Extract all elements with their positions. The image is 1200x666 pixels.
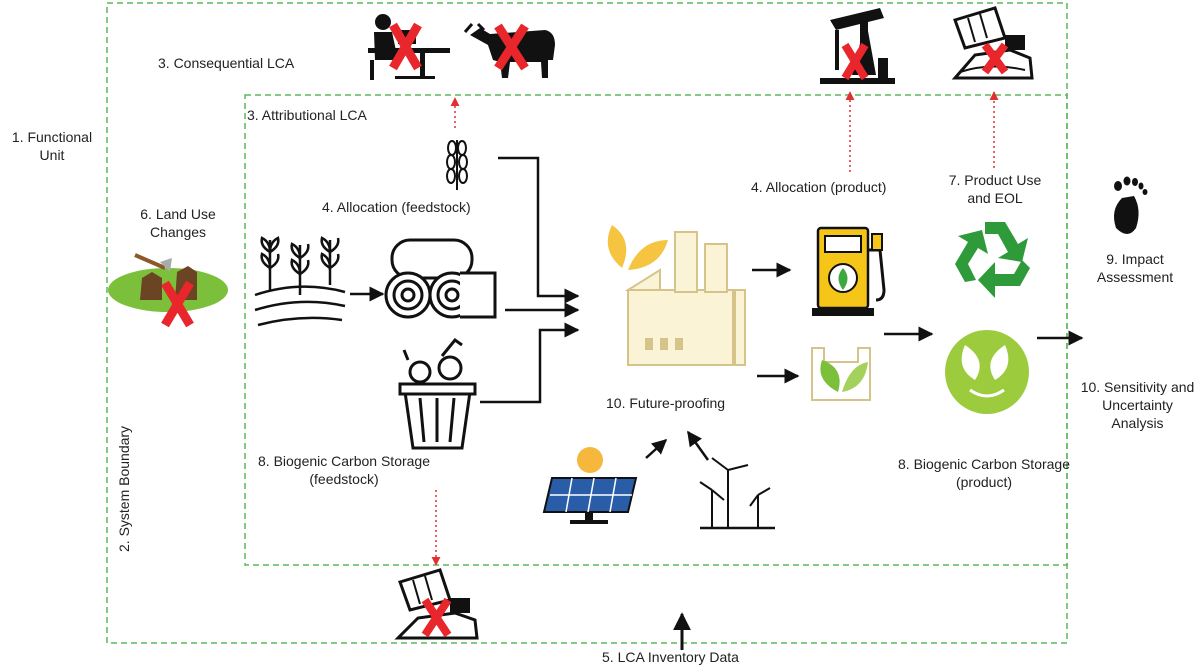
biogenic-storage-feedstock-label: 8. Biogenic Carbon Storage (feedstock) — [258, 453, 430, 487]
fuel-pump-icon — [812, 226, 886, 316]
product-use-eol-label: 7. Product Use and EOL — [948, 172, 1042, 206]
wind-turbines-icon — [699, 457, 775, 530]
cross-icon — [161, 280, 194, 328]
cross-icon — [981, 42, 1009, 75]
future-proofing-label: 10. Future-proofing — [606, 395, 726, 411]
sensitivity-uncertainty-label: 10. Sensitivity and Uncertainty Analysis — [1080, 379, 1195, 431]
flow-arrow — [480, 322, 580, 404]
recycle-icon — [955, 222, 1030, 298]
functional-unit-label: 1. Functional Unit — [11, 129, 93, 163]
allocation-feedstock-label: 4. Allocation (feedstock) — [322, 199, 471, 215]
cross-icon — [494, 23, 529, 71]
cross-icon — [841, 42, 869, 81]
hay-bales-icon — [384, 238, 497, 319]
cross-icon — [421, 597, 452, 638]
system-boundary-label: 2. System Boundary — [116, 425, 132, 552]
food-waste-bin-icon — [398, 337, 477, 450]
land-use-changes-label: 6. Land Use Changes — [140, 206, 216, 240]
impact-assessment-label: 9. Impact Assessment — [1096, 251, 1174, 285]
solar-panel-icon — [542, 447, 638, 524]
landfill-truck-bottom-icon — [394, 568, 479, 640]
footprint-icon — [1114, 176, 1148, 234]
allocation-product-label: 4. Allocation (product) — [751, 179, 887, 195]
flow-arrow — [645, 438, 668, 459]
wheat-icon — [446, 140, 468, 190]
outer-boundary — [106, 2, 1068, 644]
biorefinery-icon — [607, 225, 746, 366]
attributional-lca-label: 3. Attributional LCA — [247, 107, 367, 123]
lca-inventory-data-label: 5. LCA Inventory Data — [602, 649, 739, 665]
landfill-truck-icon — [951, 6, 1034, 80]
flow-arrow — [498, 156, 580, 304]
flow-arrow — [686, 430, 710, 461]
biogenic-carbon-product-icon — [945, 330, 1029, 414]
cross-icon — [389, 22, 422, 71]
crop-field-icon — [254, 236, 346, 327]
biogenic-storage-product-label: 8. Biogenic Carbon Storage (product) — [898, 456, 1070, 490]
bioplastic-bag-icon — [811, 347, 871, 401]
consequential-lca-label: 3. Consequential LCA — [158, 55, 295, 71]
inner-boundary — [244, 94, 1068, 566]
